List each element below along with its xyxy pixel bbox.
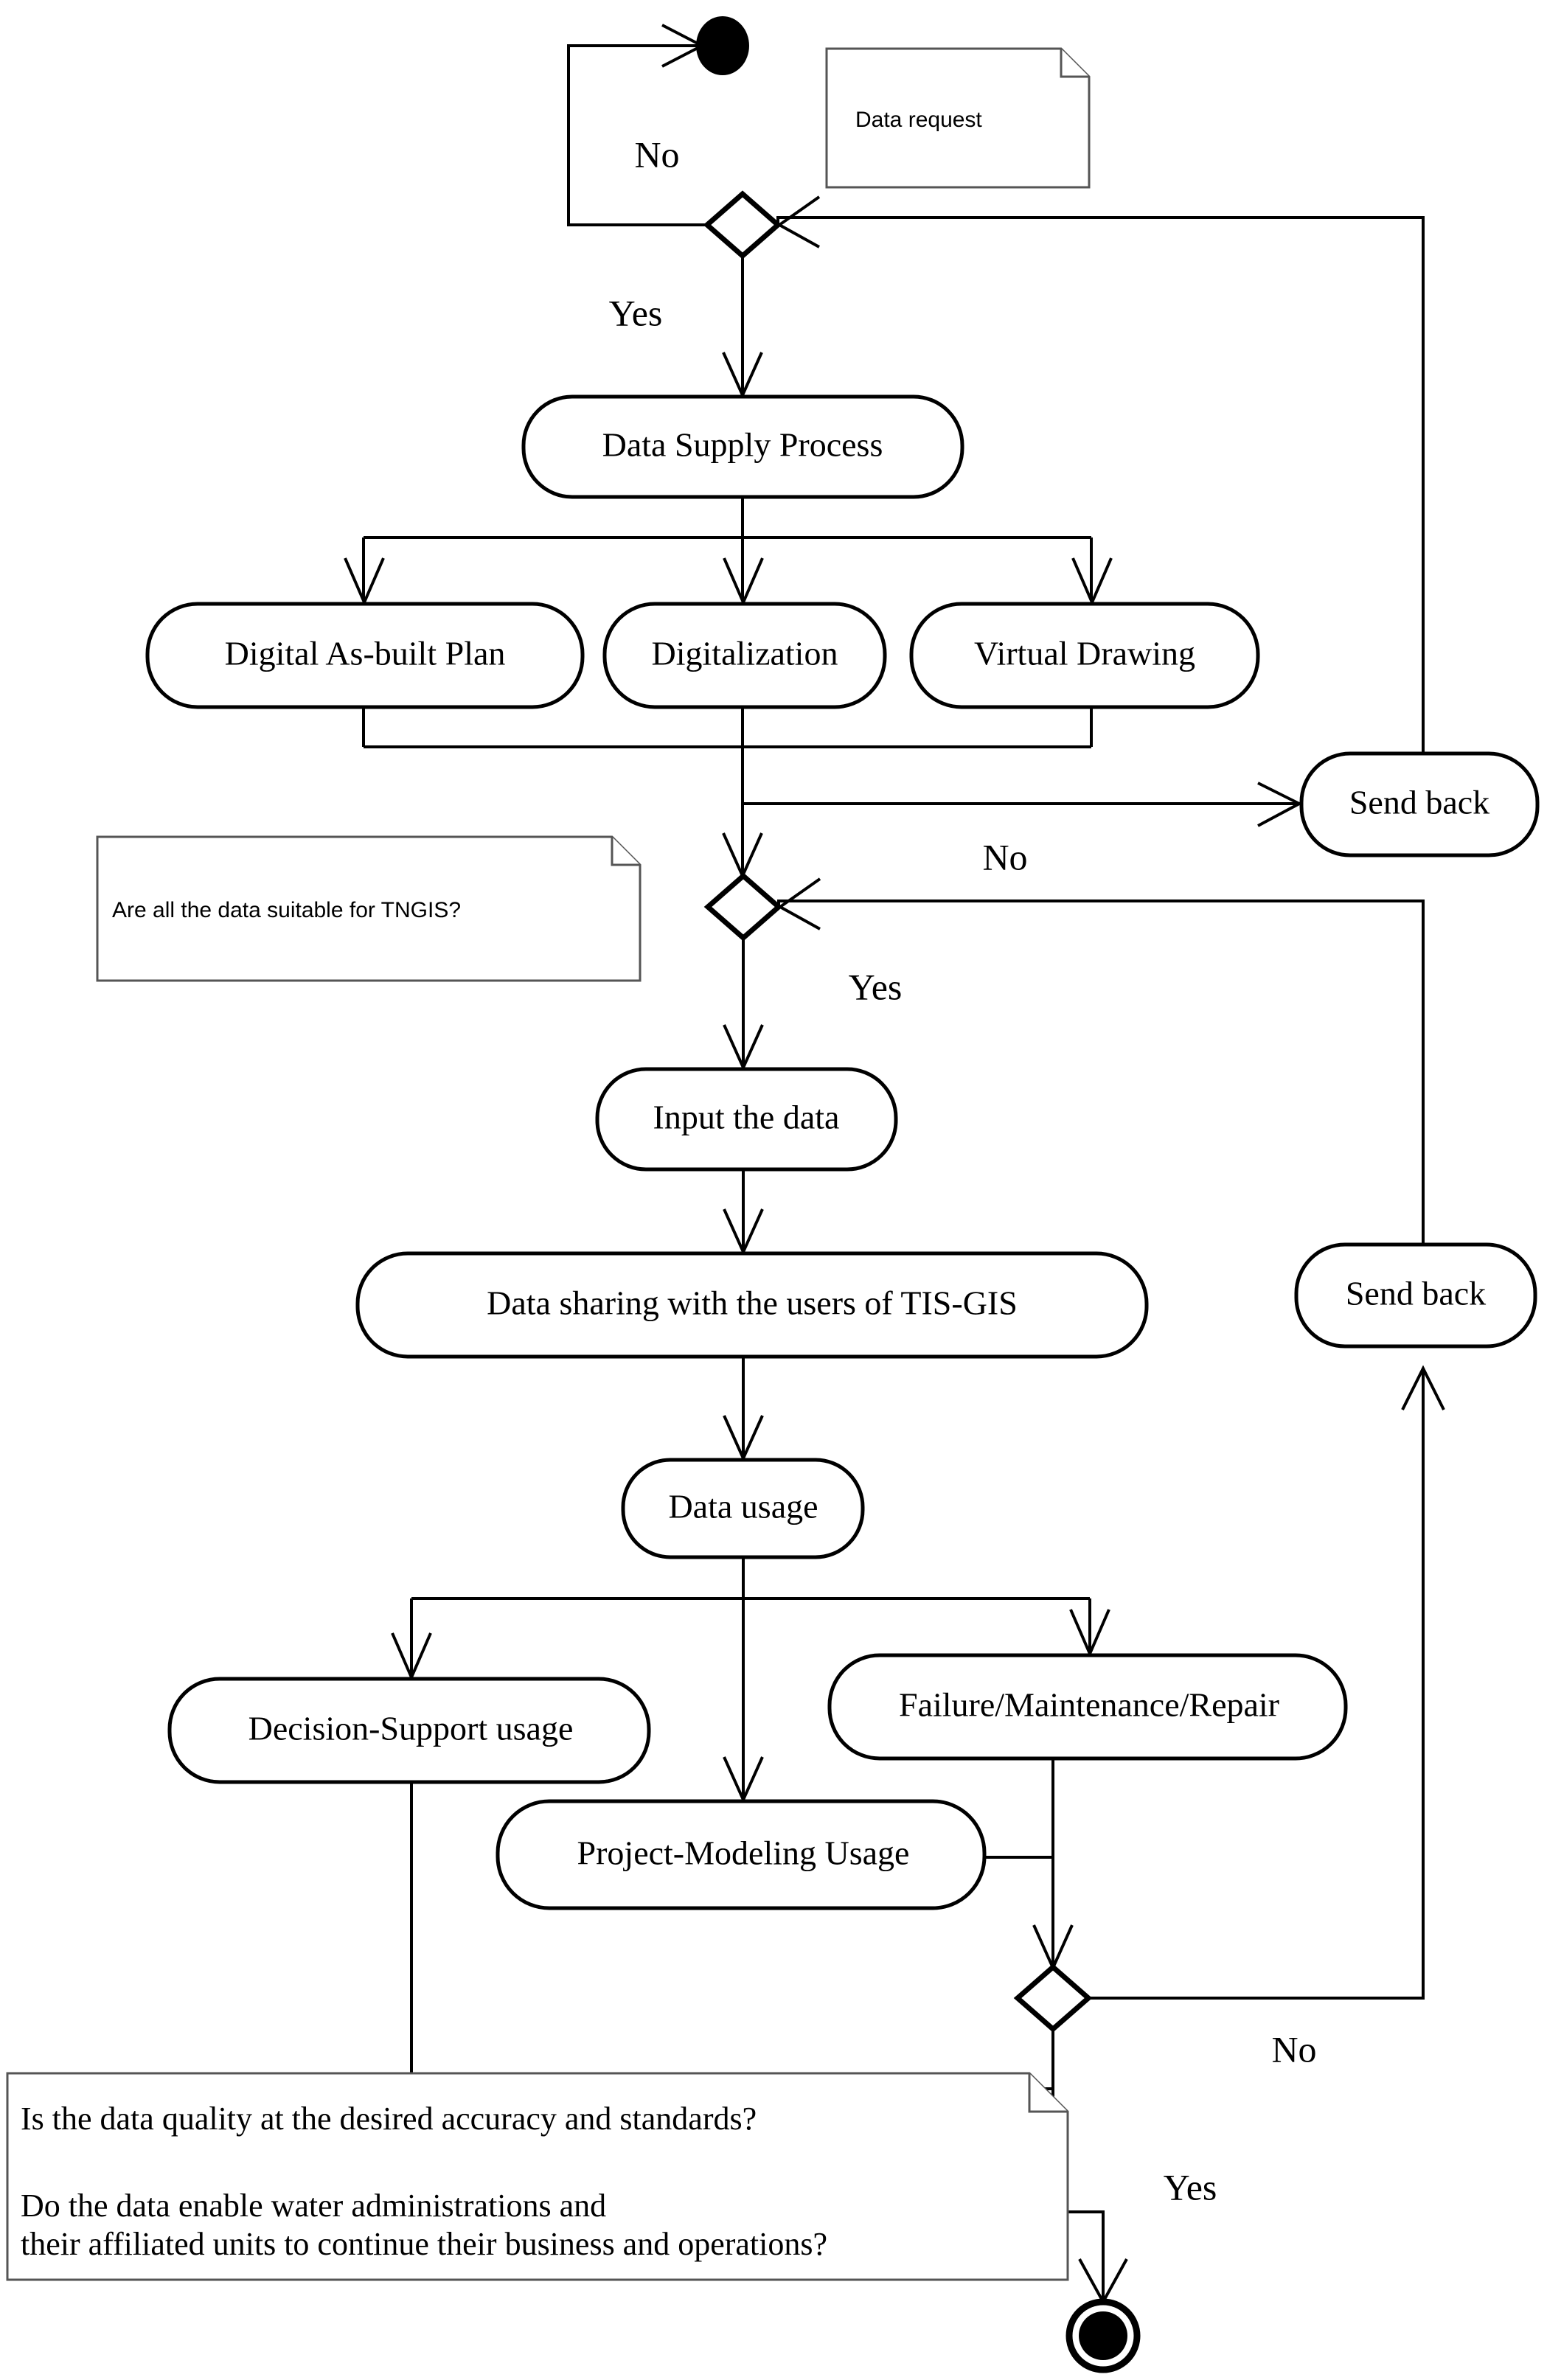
activity-label: Digitalization [652,635,838,672]
activity-digitalization[interactable]: Digitalization [602,602,887,709]
activity-send-back-1[interactable]: Send back [1299,751,1540,857]
note-data-request: Data request [825,47,1091,189]
decision-data-quality[interactable] [1013,1963,1093,2033]
activity-shape[interactable] [595,1067,898,1172]
activity-digital-as-built-plan[interactable]: Digital As-built Plan [145,602,585,709]
edge-sendback1-to-decision1 [776,216,1425,754]
activity-label: Send back [1346,1275,1486,1312]
decision-data-suitable[interactable] [703,872,783,942]
branch-label-no-2: No [982,836,1027,877]
final-node-fill [1079,2311,1127,2360]
activity-virtual-drawing[interactable]: Virtual Drawing [909,602,1260,709]
arrowhead-sendback1 [1257,782,1303,827]
activity-label: Project-Modeling Usage [577,1834,910,1872]
note-fold-corner [1060,49,1089,78]
branch-label-no-3: No [1271,2028,1316,2070]
note-fold-corner [611,837,640,866]
note-data-quality: Is the data quality at the desired accur… [6,2072,1069,2281]
decision-diamond[interactable] [703,190,782,260]
branch-label-yes-1: Yes [609,292,663,333]
activity-label: Failure/Maintenance/Repair [899,1686,1279,1724]
activity-data-supply-process[interactable]: Data Supply Process [521,394,964,499]
activity-data-usage[interactable]: Data usage [621,1458,865,1559]
activity-label: Data usage [668,1488,818,1525]
decision-diamond[interactable] [703,872,783,942]
branch-label-yes-3: Yes [1164,2166,1217,2207]
note-text: Are all the data suitable for TNGIS? [112,898,461,922]
activity-data-sharing[interactable]: Data sharing with the users of TIS-GIS [355,1251,1149,1359]
activity-label: Send back [1349,784,1489,821]
initial-node [696,16,749,75]
activity-shape[interactable] [909,602,1260,709]
activity-label: Virtual Drawing [974,635,1195,672]
activity-decision-support-usage[interactable]: Decision-Support usage [167,1677,651,1784]
arrowhead-sendback2 [1401,1365,1445,1410]
branch-label-no-1: No [634,133,679,175]
arrowhead-decision1-right [776,195,821,248]
activity-label: Data Supply Process [602,426,883,464]
note-body [825,47,1091,189]
final-node-ring [1065,2298,1141,2373]
activity-shape[interactable] [602,602,887,709]
activity-shape[interactable] [145,602,585,709]
activity-label: Decision-Support usage [248,1710,574,1747]
activity-label: Digital As-built Plan [225,635,506,672]
activity-shape[interactable] [355,1251,1149,1359]
arrowhead-decision2-right [777,877,821,930]
activity-shape[interactable] [521,394,964,499]
edge-no-loop-to-start [567,44,707,226]
note-text-line-4: their affiliated units to continue their… [21,2226,827,2262]
note-text-line-1: Is the data quality at the desired accur… [21,2101,757,2137]
activity-project-modeling-usage[interactable]: Project-Modeling Usage [496,1799,987,1910]
note-data-suitable: Are all the data suitable for TNGIS? [96,835,642,982]
note-body [6,2072,1069,2281]
activity-shape[interactable] [621,1458,865,1559]
activity-send-back-2[interactable]: Send back [1294,1242,1537,1349]
branch-label-yes-2: Yes [849,966,903,1007]
note-body [96,835,642,982]
activity-shape[interactable] [1294,1242,1537,1349]
activity-shape[interactable] [496,1799,987,1910]
activity-shape[interactable] [827,1653,1348,1761]
note-text: Data request [855,108,982,132]
activity-shape[interactable] [167,1677,651,1784]
note-text-line-3: Do the data enable water administrations… [21,2188,606,2224]
flow-edges [344,24,1445,2306]
edge-decision3-no [1088,1371,1425,2000]
edge-sendback2-to-decision2 [777,900,1425,1245]
activity-label: Data sharing with the users of TIS-GIS [487,1284,1018,1322]
decision-diamond[interactable] [1013,1963,1093,2033]
activity-shape[interactable] [1299,751,1540,857]
decision-data-request[interactable] [703,190,782,260]
activity-failure-maintenance-repair[interactable]: Failure/Maintenance/Repair [827,1653,1348,1761]
note-fold-corner [1028,2073,1068,2113]
activity-input-the-data[interactable]: Input the data [595,1067,898,1172]
activity-label: Input the data [653,1099,840,1136]
